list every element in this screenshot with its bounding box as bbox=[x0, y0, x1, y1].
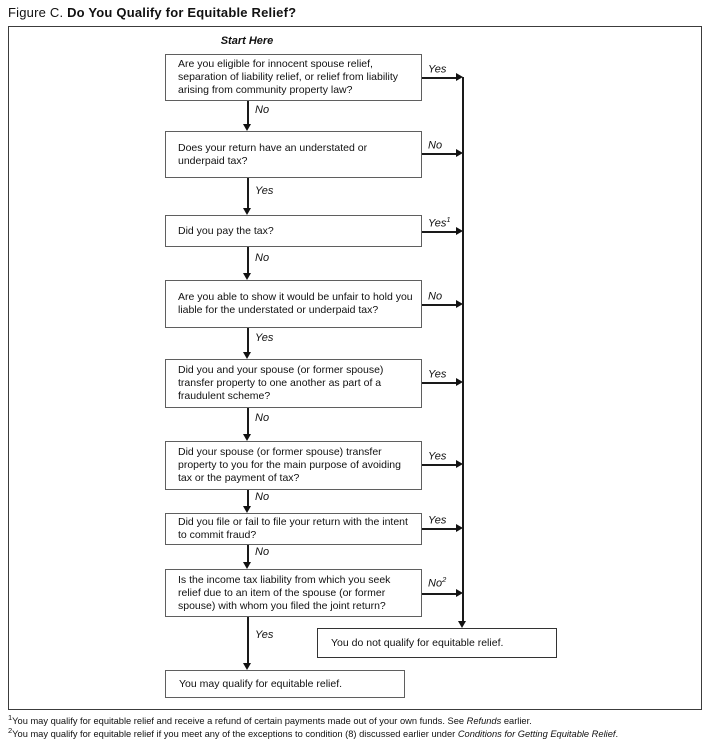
arrow-right-icon bbox=[456, 460, 463, 468]
branch-label-yes: Yes bbox=[428, 63, 447, 76]
question-text: Are you eligible for innocent spouse rel… bbox=[178, 58, 399, 96]
arrow-right-icon bbox=[456, 378, 463, 386]
arrow-right-icon bbox=[456, 227, 463, 235]
flow-line bbox=[247, 178, 249, 208]
branch-label-no: No bbox=[428, 139, 443, 152]
flow-line bbox=[422, 304, 456, 306]
question-box-5: Did you and your spouse (or former spous… bbox=[165, 359, 422, 408]
flow-line bbox=[247, 328, 249, 352]
question-box-4: Are you able to show it would be unfair … bbox=[165, 280, 422, 328]
flow-line bbox=[247, 101, 249, 124]
arrow-down-icon bbox=[243, 506, 251, 513]
flow-line bbox=[422, 382, 456, 384]
question-box-7: Did you file or fail to file your return… bbox=[165, 513, 422, 545]
branch-label-no: No bbox=[255, 252, 270, 264]
question-text: Did your spouse (or former spouse) trans… bbox=[178, 446, 401, 484]
footnote-2: 2You may qualify for equitable relief if… bbox=[8, 726, 619, 740]
question-box-3: Did you pay the tax? bbox=[165, 215, 422, 247]
arrow-down-icon bbox=[243, 663, 251, 670]
question-box-2: Does your return have an understated or … bbox=[165, 131, 422, 178]
branch-label-yes: Yes bbox=[428, 514, 447, 527]
outcome-text: You may qualify for equitable relief. bbox=[179, 677, 343, 690]
question-box-8: Is the income tax liability from which y… bbox=[165, 569, 422, 617]
flow-line-collector bbox=[462, 77, 464, 621]
question-box-6: Did your spouse (or former spouse) trans… bbox=[165, 441, 422, 490]
question-box-1: Are you eligible for innocent spouse rel… bbox=[165, 54, 422, 101]
flow-line bbox=[247, 617, 249, 663]
outcome-text: You do not qualify for equitable relief. bbox=[331, 636, 504, 649]
branch-label-yes: Yes1 bbox=[428, 215, 451, 230]
figure-title-prefix: Figure C. bbox=[8, 5, 68, 20]
branch-label-no: No bbox=[255, 412, 270, 424]
arrow-right-icon bbox=[456, 149, 463, 157]
arrow-down-icon bbox=[243, 352, 251, 359]
flow-line bbox=[422, 593, 456, 595]
branch-label-no: No bbox=[255, 546, 270, 558]
flow-line bbox=[422, 231, 456, 233]
question-text: Did you and your spouse (or former spous… bbox=[178, 364, 384, 402]
branch-label-yes: Yes bbox=[428, 368, 447, 381]
flow-line bbox=[422, 464, 456, 466]
arrow-down-icon bbox=[243, 273, 251, 280]
question-text: Is the income tax liability from which y… bbox=[178, 573, 391, 612]
arrow-down-icon bbox=[243, 124, 251, 131]
figure-title: Figure C. Do You Qualify for Equitable R… bbox=[8, 5, 296, 20]
flow-line bbox=[247, 490, 249, 506]
arrow-right-icon bbox=[456, 73, 463, 81]
branch-label-no: No2 bbox=[428, 575, 447, 590]
question-text: Did you pay the tax? bbox=[178, 224, 274, 237]
arrow-down-icon bbox=[458, 621, 466, 628]
flow-line bbox=[422, 528, 456, 530]
arrow-right-icon bbox=[456, 524, 463, 532]
arrow-down-icon bbox=[243, 434, 251, 441]
arrow-right-icon bbox=[456, 300, 463, 308]
branch-label-yes: Yes bbox=[255, 629, 274, 641]
arrow-right-icon bbox=[456, 589, 463, 597]
branch-label-yes: Yes bbox=[255, 332, 274, 344]
branch-label-no: No bbox=[255, 491, 270, 503]
flowchart-frame bbox=[8, 26, 702, 710]
question-text: Did you file or fail to file your return… bbox=[178, 516, 408, 541]
arrow-down-icon bbox=[243, 562, 251, 569]
arrow-down-icon bbox=[243, 208, 251, 215]
branch-label-no: No bbox=[255, 104, 270, 116]
branch-label-no: No bbox=[428, 290, 443, 303]
start-here-label: Start Here bbox=[220, 35, 274, 47]
question-text: Are you able to show it would be unfair … bbox=[178, 291, 413, 316]
branch-label-yes: Yes bbox=[428, 450, 447, 463]
flow-line bbox=[247, 545, 249, 562]
flow-line bbox=[422, 153, 456, 155]
question-text: Does your return have an understated or … bbox=[178, 141, 368, 167]
flow-line bbox=[247, 247, 249, 273]
footnote-1: 1You may qualify for equitable relief an… bbox=[8, 713, 532, 727]
branch-label-yes: Yes bbox=[255, 185, 274, 197]
flow-line bbox=[247, 408, 249, 434]
outcome-box-positive: You may qualify for equitable relief. bbox=[165, 670, 405, 698]
flow-line bbox=[422, 77, 456, 79]
figure-title-main: Do You Qualify for Equitable Relief? bbox=[67, 5, 297, 20]
outcome-box-negative: You do not qualify for equitable relief. bbox=[317, 628, 557, 658]
